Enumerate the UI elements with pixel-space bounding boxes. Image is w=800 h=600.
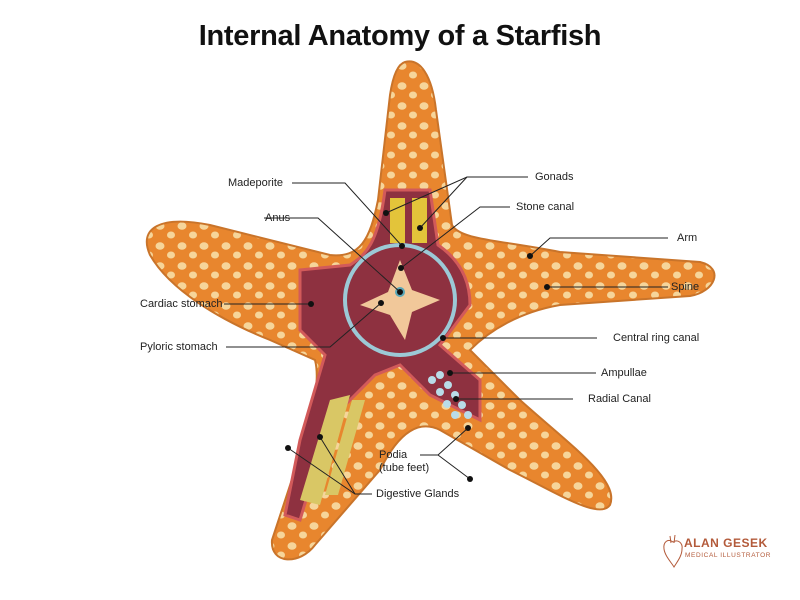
- logo-subtitle: MEDICAL ILLUSTRATOR: [685, 552, 772, 559]
- illustrator-logo: ALAN GESEK MEDICAL ILLUSTRATOR: [662, 534, 782, 574]
- label-anus: Anus: [265, 212, 291, 224]
- label-podia-sub: (tube feet): [379, 462, 430, 474]
- label-arm: Arm: [677, 232, 698, 244]
- logo-name: ALAN GESEK: [684, 536, 768, 550]
- label-spine: Spine: [671, 281, 700, 293]
- interior-cutaway: [283, 188, 482, 522]
- label-digestive-glands: Digestive Glands: [376, 488, 460, 500]
- heart-icon: [663, 534, 683, 568]
- label-cardiac-stomach: Cardiac stomach: [140, 298, 223, 310]
- diagram-title: Internal Anatomy of a Starfish: [198, 20, 602, 52]
- label-gonads: Gonads: [535, 171, 574, 183]
- label-pyloric-stomach: Pyloric stomach: [140, 341, 218, 353]
- label-madeporite: Madeporite: [228, 177, 284, 189]
- label-podia: Podia: [379, 449, 408, 461]
- label-central-ring-canal: Central ring canal: [613, 332, 700, 344]
- label-radial-canal: Radial Canal: [588, 393, 651, 405]
- label-stone-canal: Stone canal: [516, 201, 575, 213]
- label-ampullae: Ampullae: [601, 367, 647, 379]
